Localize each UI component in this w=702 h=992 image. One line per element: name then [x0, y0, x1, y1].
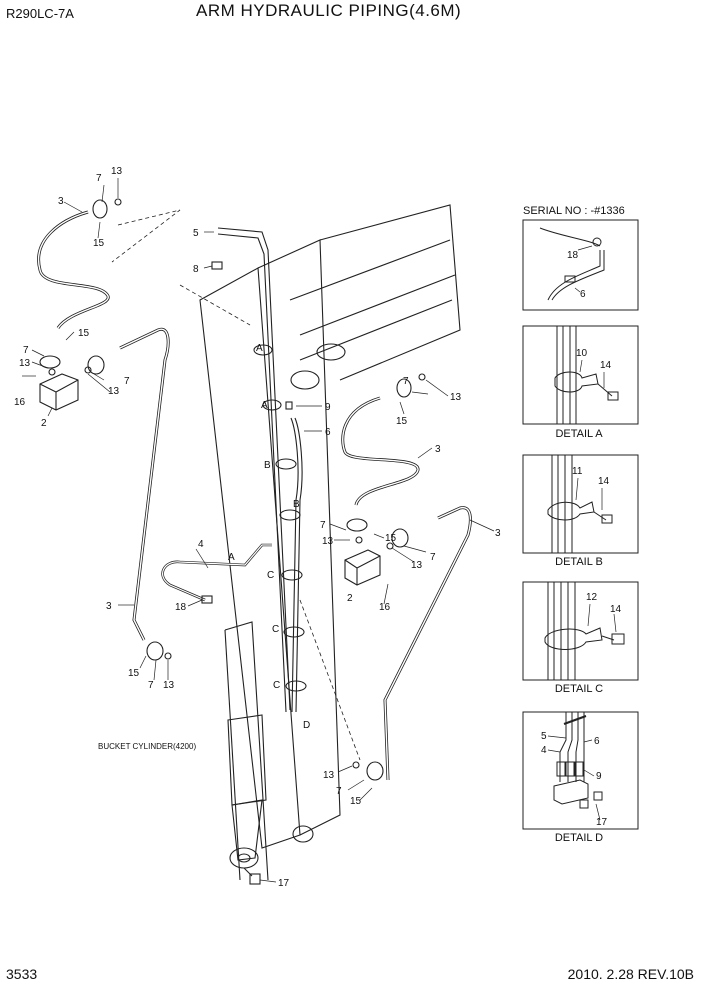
svg-text:13: 13: [322, 536, 334, 547]
svg-text:9: 9: [325, 402, 331, 413]
svg-text:A: A: [261, 400, 268, 411]
svg-text:A: A: [256, 343, 263, 354]
svg-text:17: 17: [278, 878, 290, 889]
svg-text:16: 16: [14, 397, 26, 408]
svg-text:18: 18: [567, 250, 579, 261]
svg-text:12: 12: [586, 592, 598, 603]
bucket-cylinder-label: BUCKET CYLINDER(4200): [98, 742, 196, 751]
block-2-left: [39, 355, 79, 411]
svg-text:18: 18: [175, 602, 187, 613]
svg-text:15: 15: [396, 416, 408, 427]
detail-a-frame: [522, 325, 639, 425]
detail-d-label: DETAIL D: [554, 832, 604, 844]
detail-c-frame: [522, 581, 639, 681]
svg-text:7: 7: [96, 173, 102, 184]
svg-text:14: 14: [598, 476, 610, 487]
serial-note: SERIAL NO : -#1336: [523, 205, 625, 217]
svg-text:17: 17: [596, 817, 608, 828]
detail-c-label: DETAIL C: [554, 683, 604, 695]
pipe-5: [217, 227, 291, 711]
hose-3-right: [341, 396, 420, 506]
pipe-3-right: [383, 506, 472, 781]
svg-text:6: 6: [580, 289, 586, 300]
svg-text:3: 3: [58, 196, 64, 207]
svg-text:13: 13: [108, 386, 120, 397]
block-2-right: [344, 518, 381, 586]
svg-text:A: A: [228, 552, 235, 563]
svg-text:13: 13: [411, 560, 423, 571]
pipe-5-b: [217, 233, 287, 713]
svg-text:7: 7: [430, 552, 436, 563]
svg-text:7: 7: [124, 376, 130, 387]
svg-text:3: 3: [435, 444, 441, 455]
svg-text:15: 15: [93, 238, 105, 249]
svg-text:9: 9: [596, 771, 602, 782]
svg-text:C: C: [272, 624, 279, 635]
svg-text:7: 7: [336, 786, 342, 797]
phantom-lines: [111, 209, 361, 761]
svg-text:B: B: [293, 499, 300, 510]
pipe-6-b: [290, 417, 299, 713]
svg-text:3: 3: [106, 601, 112, 612]
arm-structure: [199, 204, 461, 849]
svg-text:2: 2: [347, 593, 353, 604]
svg-text:4: 4: [541, 745, 547, 756]
svg-text:10: 10: [576, 348, 588, 359]
svg-text:14: 14: [610, 604, 622, 615]
svg-text:2: 2: [41, 418, 47, 429]
svg-text:13: 13: [323, 770, 335, 781]
svg-text:16: 16: [379, 602, 391, 613]
hose-3-upper: [37, 210, 110, 329]
detail-d-frame: [522, 711, 639, 830]
svg-text:7: 7: [148, 680, 154, 691]
svg-text:11: 11: [572, 466, 583, 477]
svg-text:15: 15: [350, 796, 362, 807]
page-number: 3533: [6, 966, 38, 982]
svg-text:C: C: [267, 570, 274, 581]
leader-lines: [22, 178, 495, 883]
revision-date: 2010. 2.28 REV.10B: [567, 966, 694, 982]
svg-text:13: 13: [450, 392, 462, 403]
svg-text:7: 7: [403, 376, 409, 387]
svg-text:6: 6: [325, 427, 331, 438]
svg-text:C: C: [273, 680, 280, 691]
svg-text:13: 13: [19, 358, 31, 369]
detail-b-frame: [522, 454, 639, 554]
svg-text:B: B: [264, 460, 271, 471]
svg-text:13: 13: [163, 680, 175, 691]
pipe-6: [294, 417, 303, 713]
detail-frames: [522, 219, 639, 830]
svg-text:15: 15: [385, 533, 397, 544]
bucket-cylinder: [224, 621, 269, 881]
svg-text:15: 15: [128, 668, 140, 679]
svg-text:13: 13: [111, 166, 123, 177]
svg-text:5: 5: [541, 731, 547, 742]
svg-text:7: 7: [320, 520, 326, 531]
svg-text:15: 15: [78, 328, 90, 339]
serial-detail-frame: [522, 219, 639, 311]
detail-a-label: DETAIL A: [555, 428, 603, 440]
svg-text:5: 5: [193, 228, 199, 239]
svg-text:4: 4: [198, 539, 204, 550]
detail-b-label: DETAIL B: [555, 556, 603, 568]
callout-numbers: 3 7 13 15 5 8 15 7 13 16 2 7 13 9 6 3 7 …: [14, 166, 501, 889]
svg-text:7: 7: [23, 345, 29, 356]
svg-text:8: 8: [193, 264, 199, 275]
svg-text:14: 14: [600, 360, 612, 371]
page-title: ARM HYDRAULIC PIPING(4.6M): [196, 1, 462, 20]
svg-text:D: D: [303, 720, 310, 731]
svg-text:6: 6: [594, 736, 600, 747]
svg-text:3: 3: [495, 528, 501, 539]
model-code: R290LC-7A: [6, 6, 74, 21]
